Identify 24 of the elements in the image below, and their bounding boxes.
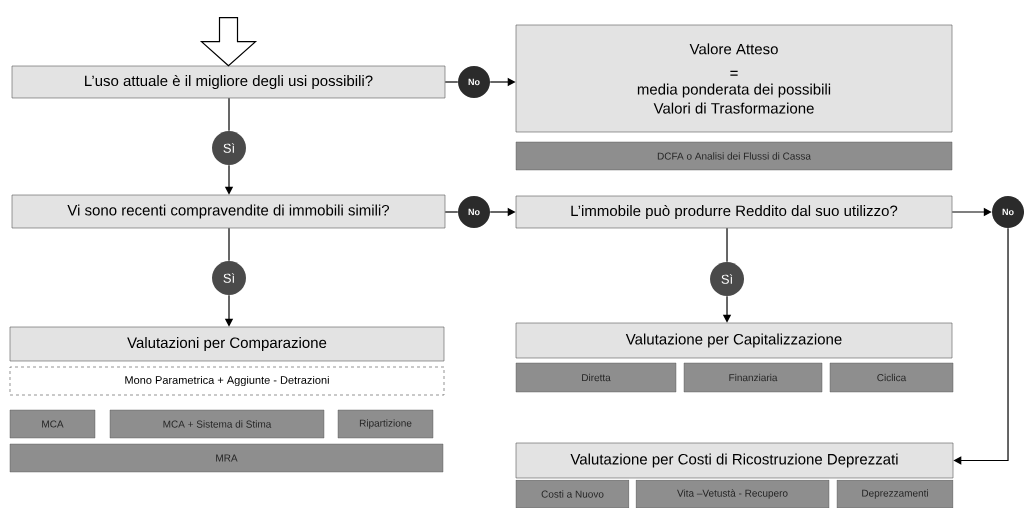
question-box: Vi sono recenti compravendite di immobili simili? bbox=[11, 194, 446, 229]
method-bar: Finanziaria bbox=[683, 362, 823, 393]
method-bar: Diretta bbox=[515, 362, 677, 393]
method-bar: Vita –Vetustà - Recupero bbox=[635, 479, 830, 508]
method-bar: DCFA o Analisi dei Flussi di Cassa bbox=[515, 141, 953, 171]
question-box: L’immobile può produrre Reddito dal suo utilizzo? bbox=[515, 195, 953, 229]
question-box: L’uso attuale è il migliore degli usi possibili? bbox=[11, 65, 446, 99]
method-bar: MCA bbox=[9, 409, 96, 439]
question-box: Valutazioni per Comparazione bbox=[9, 326, 445, 362]
question-box: Valore Atteso = media ponderata dei possibili Valori di Trasformazione bbox=[515, 24, 953, 133]
question-box: Valutazione per Capitalizzazione bbox=[515, 322, 953, 359]
method-bar: MRA bbox=[9, 443, 444, 473]
connector-line bbox=[444, 81, 459, 83]
question-box: Valutazione per Costi di Ricostruzione Deprezzati bbox=[515, 442, 954, 479]
connector-line bbox=[228, 227, 230, 262]
connector-line bbox=[444, 211, 459, 213]
method-bar: Ripartizione bbox=[337, 409, 434, 439]
method-bar: Deprezzamenti bbox=[836, 479, 954, 508]
connector-line bbox=[228, 97, 230, 132]
method-box: Mono Parametrica + Aggiunte - Detrazioni bbox=[9, 366, 445, 396]
method-bar: MCA + Sistema di Stima bbox=[109, 409, 325, 439]
method-bar: Ciclica bbox=[829, 362, 954, 393]
method-bar: Costi a Nuovo bbox=[515, 479, 630, 508]
connector-line bbox=[726, 227, 728, 263]
